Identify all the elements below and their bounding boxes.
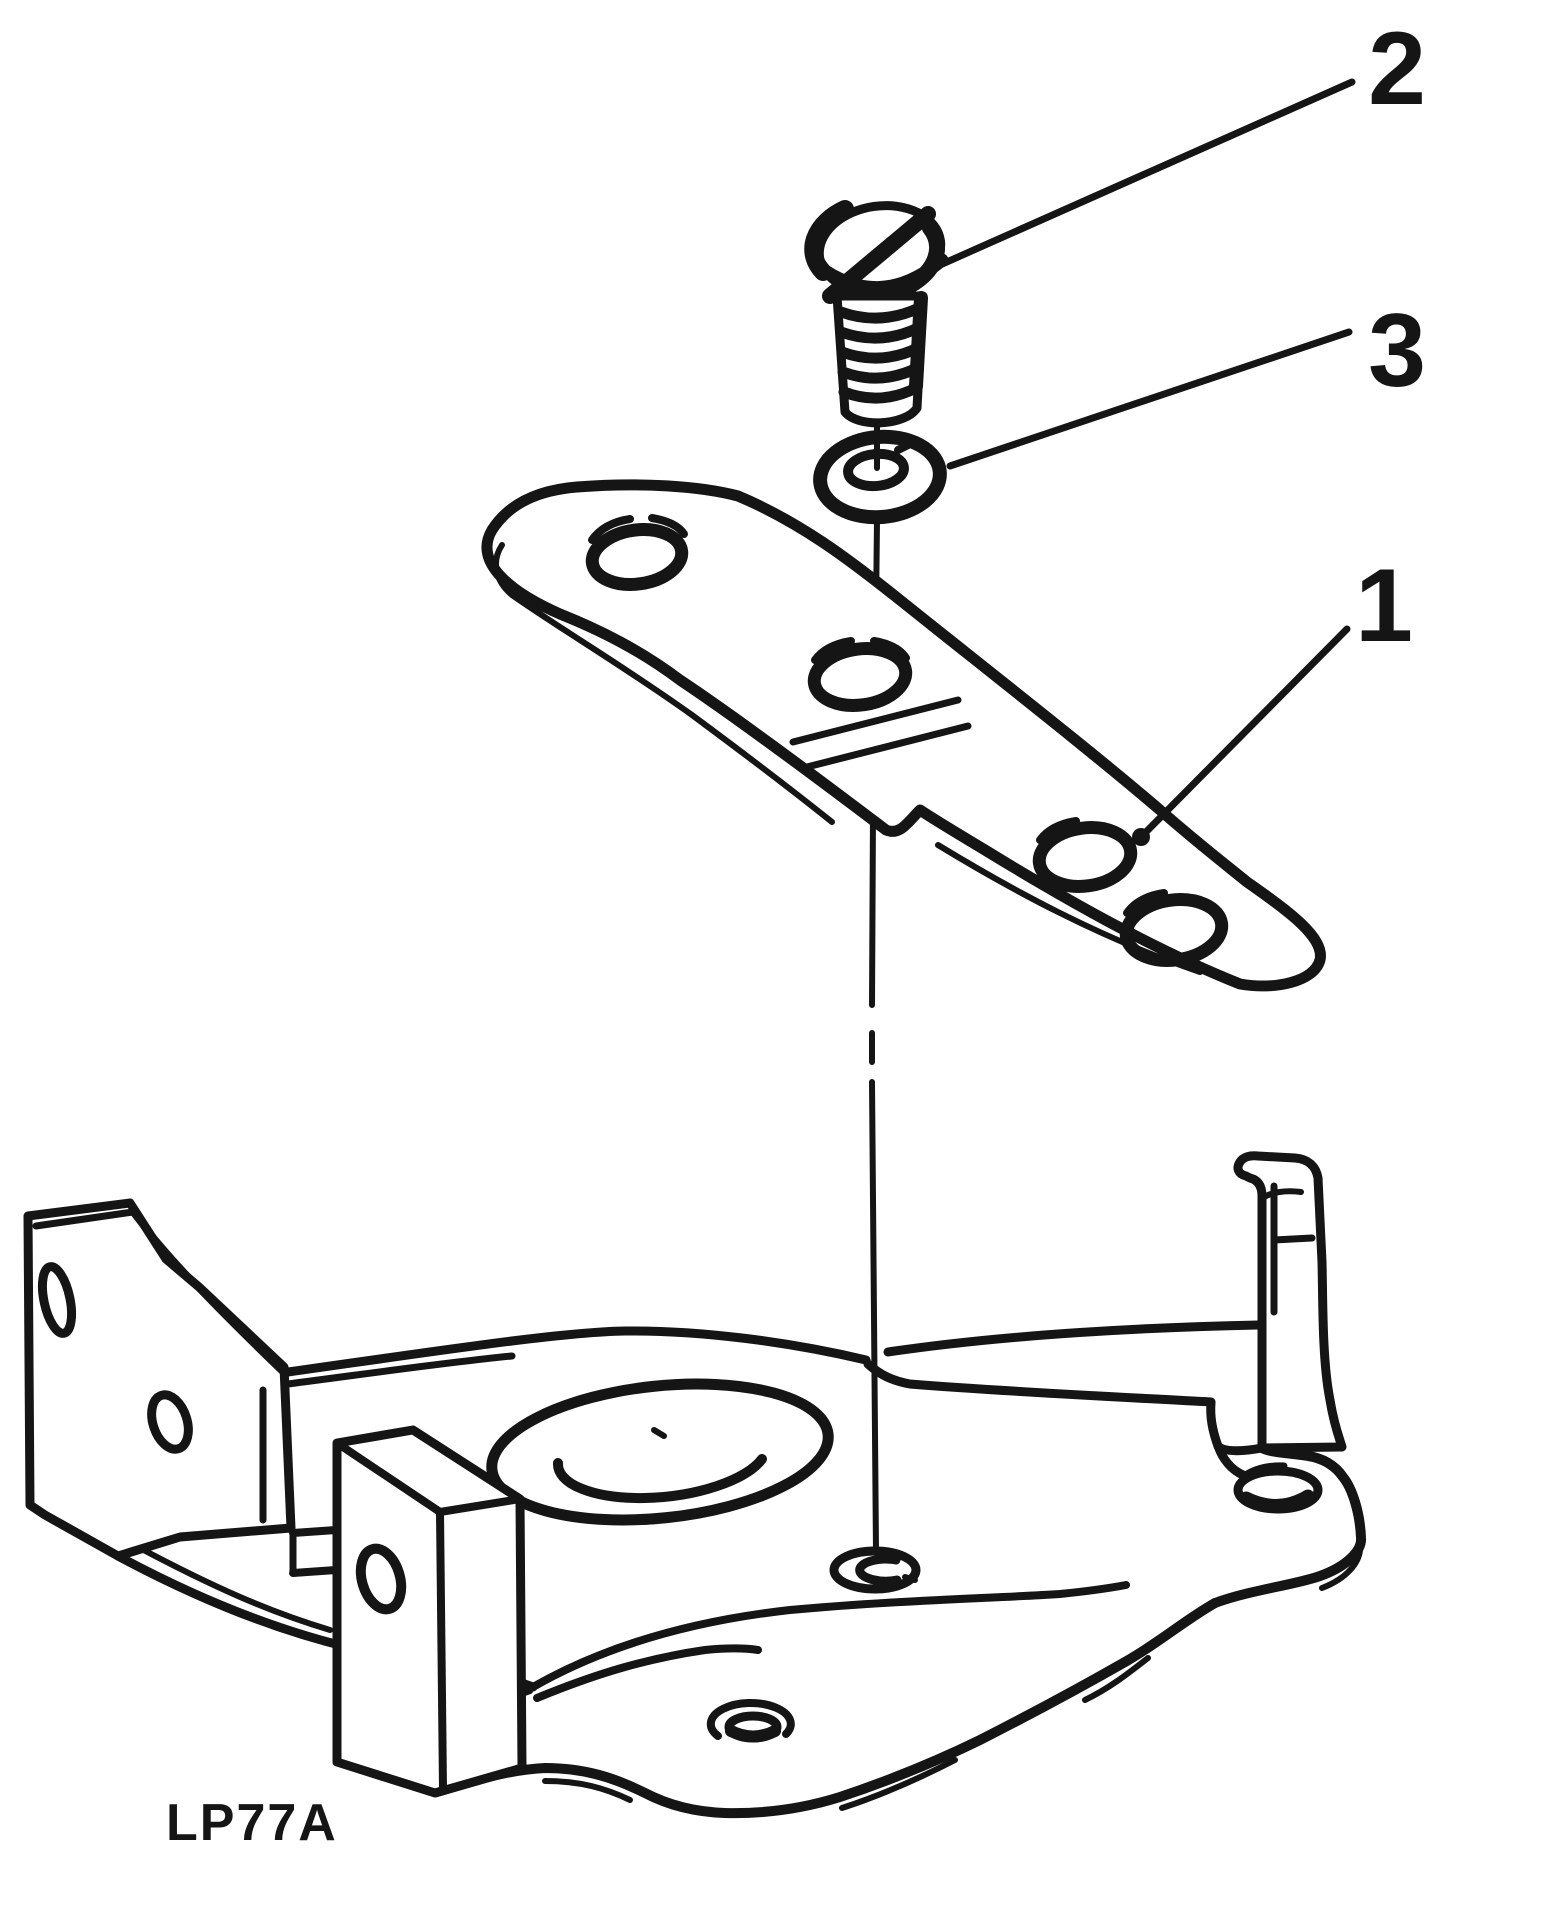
leader-line-1 <box>1140 625 1351 838</box>
lock-washer-illustration <box>813 429 947 525</box>
leader-dot-1 <box>1132 828 1150 846</box>
plate-hole-right-lower <box>1119 889 1229 967</box>
leader-line-2 <box>936 78 1356 269</box>
pillar-face-hole <box>355 1543 407 1615</box>
front-left-pillar <box>332 1425 527 1798</box>
callout-3-label: 3 <box>1368 293 1426 409</box>
axis-pilot-hole <box>829 1546 921 1594</box>
figure-code-label: LP77A <box>166 1794 338 1852</box>
plate-hole-right-upper <box>1032 817 1138 893</box>
screw-illustration <box>804 200 949 428</box>
tower-side-hole <box>37 1262 77 1338</box>
callout-3: 3 <box>946 293 1426 470</box>
callout-1-label: 1 <box>1355 548 1413 664</box>
plate-hole-left <box>585 514 689 591</box>
screw-head <box>804 200 949 304</box>
callout-1: 1 <box>1132 548 1413 846</box>
retaining-plate-illustration <box>481 479 1326 992</box>
washer-split-gap <box>894 437 920 454</box>
right-mounting-tab <box>1233 1151 1347 1453</box>
callout-2: 2 <box>936 11 1426 269</box>
tower-face-hole <box>147 1390 193 1454</box>
central-bore <box>486 1378 834 1526</box>
right-bottom-hole <box>1233 1462 1323 1514</box>
leader-line-3 <box>946 328 1353 470</box>
left-rear-tower <box>23 1198 296 1561</box>
front-countersunk-hole <box>706 1699 795 1743</box>
callout-2-label: 2 <box>1368 11 1426 127</box>
base-casting-illustration <box>113 1151 1366 1819</box>
plate-hole-middle <box>807 637 913 712</box>
